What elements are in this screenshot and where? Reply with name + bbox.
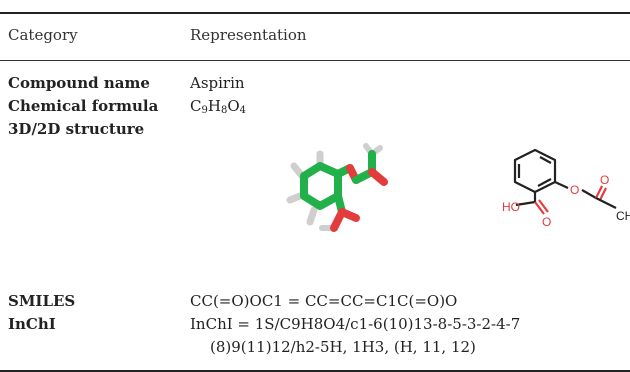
label-oxygen-carbonyl: O bbox=[600, 173, 609, 187]
label-structure: 3D/2D structure bbox=[8, 120, 145, 138]
label-inchi: InChI bbox=[8, 315, 56, 333]
value-smiles: CC(=O)OC1 = CC=CC=C1C(=O)O bbox=[190, 292, 458, 310]
label-oxygen-bottom: O bbox=[542, 215, 551, 229]
value-inchi-line-1: InChI = 1S/C9H8O4/c1-6(10)13-8-5-3-2-4-7 bbox=[190, 315, 521, 333]
label-smiles: SMILES bbox=[8, 292, 76, 310]
value-inchi-line-2: (8)9(11)12/h2-5H, 1H3, (H, 11, 12) bbox=[210, 338, 476, 356]
label-hydroxyl: HO bbox=[502, 200, 520, 214]
header-representation: Representation bbox=[190, 26, 307, 44]
label-chemical-formula: Chemical formula bbox=[8, 97, 159, 115]
aspirin-2d-structure: HO O O O CH3 bbox=[502, 148, 630, 229]
value-compound-name: Aspirin bbox=[190, 74, 245, 92]
table-bottom-rule bbox=[0, 370, 630, 372]
table-top-rule bbox=[0, 12, 630, 14]
value-chemical-formula: C9H8O4 bbox=[190, 97, 247, 116]
aspirin-3d-structure bbox=[286, 143, 388, 232]
label-methyl: CH3 bbox=[616, 209, 630, 223]
header-rule bbox=[0, 60, 630, 61]
label-oxygen-ester: O bbox=[570, 183, 579, 197]
header-category: Category bbox=[8, 26, 78, 44]
label-compound-name: Compound name bbox=[8, 74, 150, 92]
